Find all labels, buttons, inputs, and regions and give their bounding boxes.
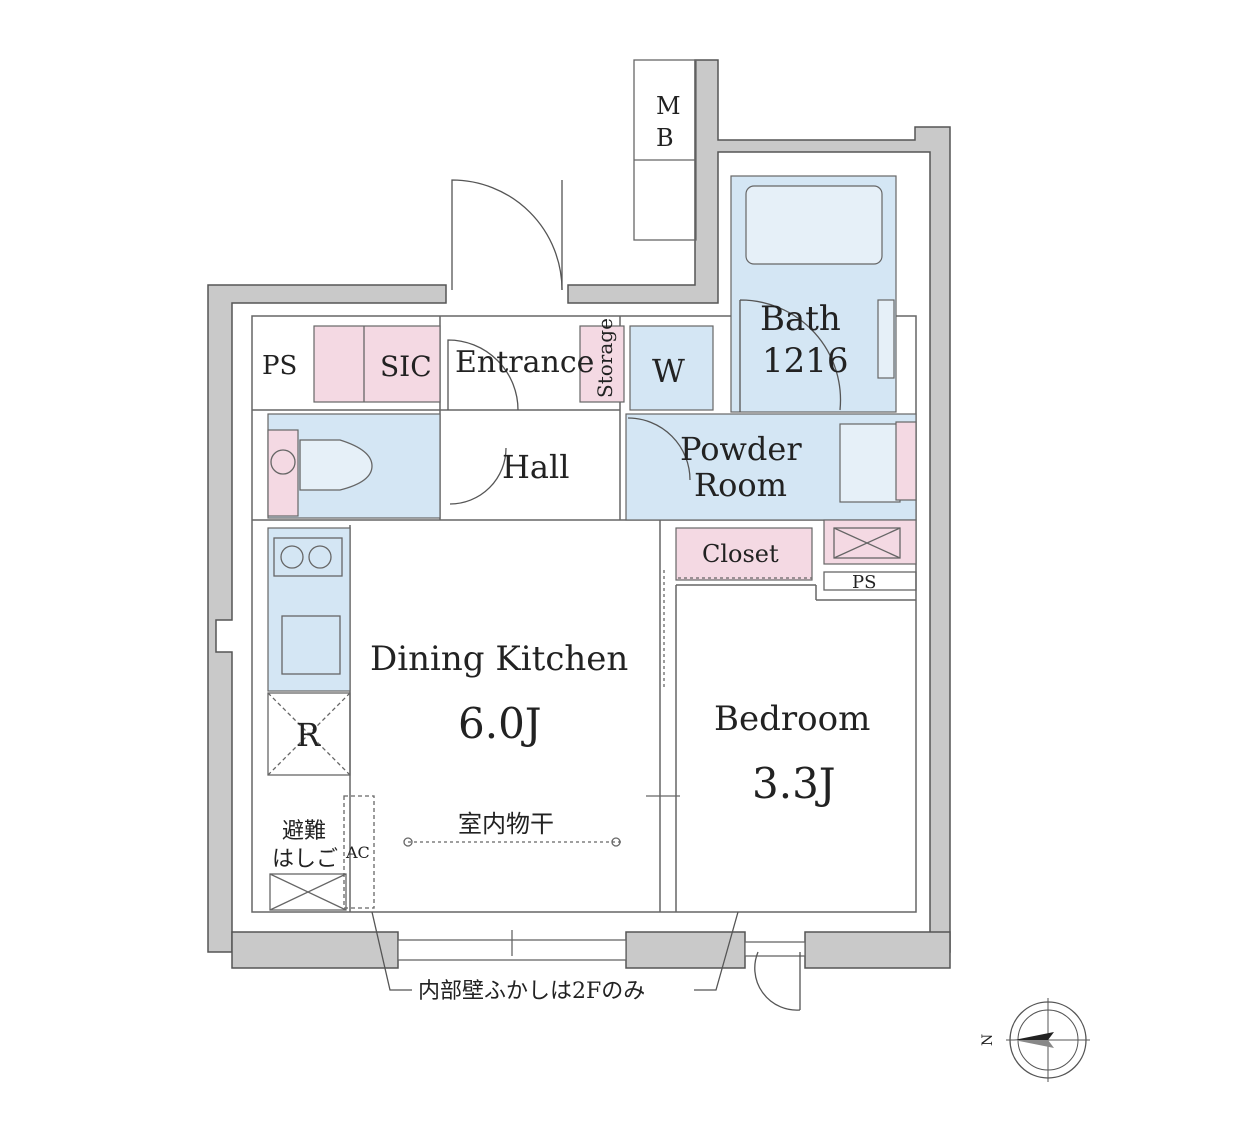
room-label: Room [694, 466, 787, 504]
mb-label-b: B [656, 124, 674, 152]
bedroom-size-label: 3.3J [752, 759, 836, 808]
ps-top-label: PS [262, 351, 297, 381]
storage-areas [267, 325, 917, 581]
note-leaders [371, 911, 739, 991]
doors [447, 179, 842, 1011]
drying-label: 室内物干 [458, 810, 554, 838]
walls [207, 59, 951, 969]
ac-label: AC [345, 843, 370, 862]
fridge-label: R [296, 716, 321, 754]
closet-label: Closet [702, 540, 779, 568]
entrance-label: Entrance [455, 345, 594, 380]
storage-label: Storage [593, 318, 617, 398]
fixtures [267, 59, 917, 961]
ladder-label-2: はしご [272, 847, 338, 872]
sic-label: SIC [380, 350, 432, 383]
hall-label: Hall [502, 448, 569, 486]
bath-label: Bath [760, 299, 841, 339]
bedroom-label: Bedroom [714, 699, 870, 739]
wall-note: 内部壁ふかしは2Fのみ [418, 979, 645, 1004]
room-labels: PS SIC Entrance Storage W Bath 1216 M B … [262, 92, 996, 1046]
compass-north-label: N [980, 1034, 996, 1046]
washer-label: W [652, 352, 685, 390]
bath-size-label: 1216 [762, 341, 849, 381]
wet-areas [267, 175, 917, 692]
powder-label: Powder [680, 430, 802, 468]
dining-size-label: 6.0J [458, 699, 542, 748]
compass-icon [1006, 998, 1090, 1082]
mb-label-m: M [656, 92, 681, 120]
dining-kitchen-label: Dining Kitchen [370, 639, 628, 679]
ladder-label-1: 避難 [282, 819, 326, 844]
ps-small-label: PS [852, 572, 876, 593]
